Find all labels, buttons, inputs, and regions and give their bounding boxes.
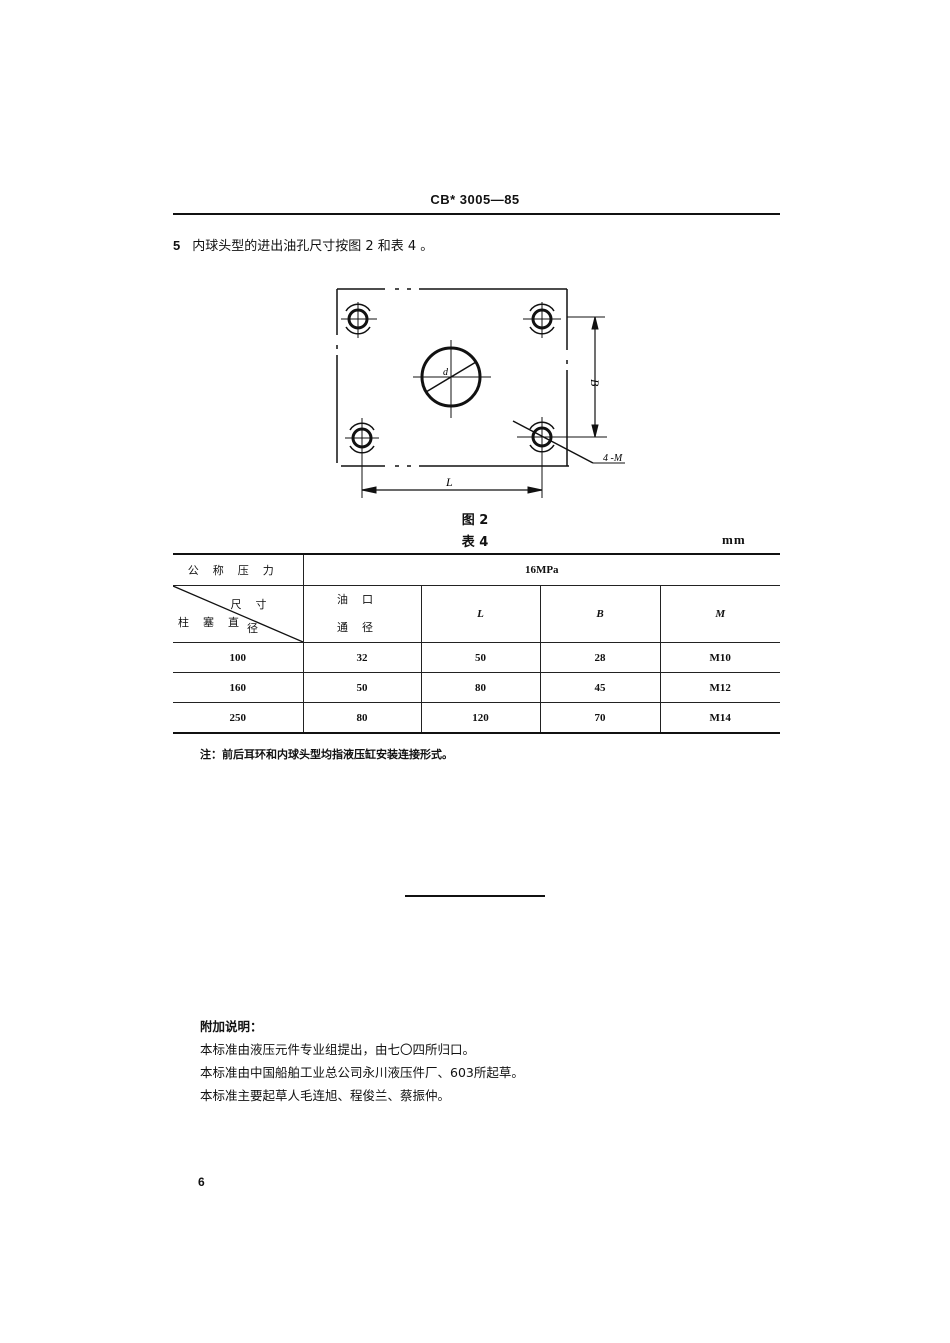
pressure-label: 公称压力 bbox=[173, 553, 304, 586]
col-M-header: M bbox=[659, 585, 780, 643]
table-row: 250 80 120 70 M14 bbox=[173, 702, 780, 734]
table-row: 160 50 80 45 M12 bbox=[173, 672, 780, 703]
table-note: 注：前后耳环和内球头型均指液压缸安装连接形式。 bbox=[200, 748, 453, 761]
pressure-value: 16MPa bbox=[302, 553, 780, 586]
col-L-header: L bbox=[420, 585, 541, 643]
section-5: 5 内球头型的进出油孔尺寸按图 2 和表 4 。 bbox=[173, 235, 433, 254]
additional-title: 附加说明： bbox=[200, 1019, 263, 1034]
additional-line: 本标准由中国船舶工业总公司永川液压件厂、603所起草。 bbox=[200, 1065, 524, 1080]
diagonal-header-cell: 尺寸 柱塞直径 bbox=[173, 585, 304, 643]
pressure-row: 公称压力 16MPa bbox=[173, 553, 780, 586]
label-4M: 4 -M bbox=[603, 453, 623, 464]
spec-table: 公称压力 16MPa 尺寸 柱塞直径 油口 通径 L B M 100 32 50… bbox=[173, 553, 780, 734]
standard-code: CB* 3005—85 bbox=[430, 192, 520, 207]
bolt-hole-br bbox=[517, 417, 607, 498]
bolt-hole-bl bbox=[345, 418, 379, 498]
table-row: 100 32 50 28 M10 bbox=[173, 642, 780, 673]
end-divider bbox=[405, 895, 545, 897]
figure-caption: 图 2 bbox=[461, 513, 489, 528]
figure-2-drawing: d B L 4 -M bbox=[336, 288, 625, 498]
table-caption: 表 4 bbox=[461, 535, 489, 550]
header-divider bbox=[173, 213, 780, 215]
label-d: d bbox=[443, 367, 449, 378]
diag-top-label: 尺寸 bbox=[230, 598, 281, 611]
label-B: B bbox=[588, 379, 602, 387]
additional-line: 本标准由液压元件专业组提出，由七〇四所归口。 bbox=[200, 1042, 476, 1057]
section-number: 5 bbox=[173, 238, 181, 253]
page-number: 6 bbox=[198, 1175, 205, 1189]
section-text: 内球头型的进出油孔尺寸按图 2 和表 4 。 bbox=[192, 239, 434, 254]
oil-port-header: 油口 通径 bbox=[302, 585, 422, 643]
label-L: L bbox=[445, 475, 453, 489]
col-B-header: B bbox=[539, 585, 661, 643]
bolt-hole-tl bbox=[341, 302, 377, 338]
bolt-hole-tr bbox=[523, 302, 561, 338]
diag-bottom-label: 柱塞直径 bbox=[178, 616, 272, 635]
additional-notes: 附加说明： 本标准由液压元件专业组提出，由七〇四所归口。 本标准由中国船舶工业总… bbox=[200, 1015, 524, 1107]
header-row: 尺寸 柱塞直径 油口 通径 L B M bbox=[173, 585, 780, 643]
additional-line: 本标准主要起草人毛连旭、程俊兰、蔡振仲。 bbox=[200, 1088, 451, 1103]
table-unit: mm bbox=[722, 532, 746, 547]
